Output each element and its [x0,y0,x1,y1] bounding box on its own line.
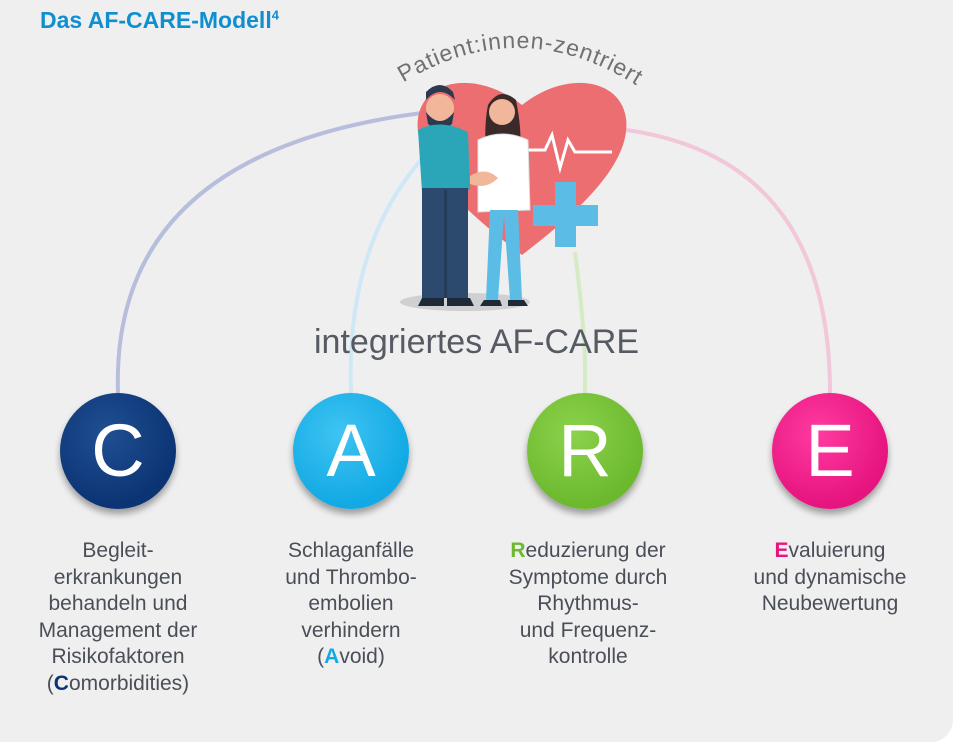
arc-connector-a [348,138,442,394]
description-line: und Frequenz- [519,618,657,642]
highlight-letter: R [510,539,526,562]
description-line: Management der [38,618,198,642]
highlight-letter: A [324,645,340,668]
description-line: und Thrombo- [285,565,417,589]
arc-text: Patient:innen-zentriert [393,27,648,90]
arc-connector-c [115,110,431,394]
description-line: Neubewertung [761,592,899,615]
pillar-a-circle: A [293,393,409,509]
doctor-figure-icon [470,94,531,306]
description-line: Rhythmus- [537,592,639,615]
arc-connector-e [609,126,832,394]
pillar-a-description: Schlaganfälle und Thrombo-embolien verhind… [246,538,456,671]
description-line: Risikofaktoren [51,645,185,668]
description-line: (Avoid) [317,645,385,668]
description-line: Begleit- [82,539,154,562]
pillar-r-circle: R [527,393,643,509]
highlight-letter: C [53,671,69,695]
description-line: verhindern [301,618,401,642]
description-line: und dynamische [753,565,907,589]
description-line: Symptome durch [508,565,668,589]
description-line: kontrolle [548,645,628,668]
description-line: Evaluierung [774,539,886,562]
description-line: embolien [308,592,394,615]
medical-cross-icon [533,182,598,247]
highlight-letter: E [774,539,789,562]
center-label: integriertes AF-CARE [314,323,639,361]
page-title: Das AF-CARE-Modell4 [40,7,279,33]
description-line: Reduzierung der [510,539,666,562]
description-line: erkrankungen [53,565,183,589]
description-line: behandeln und [48,592,188,615]
ecg-line-icon [520,130,612,174]
pillar-e-circle: E [772,393,888,509]
pillar-c-circle: C [60,393,176,509]
description-line: Schlaganfälle [287,539,415,562]
description-line: (Comorbidities) [46,671,190,695]
patient-figure-icon [418,85,474,306]
arc-connector-r [573,251,587,393]
